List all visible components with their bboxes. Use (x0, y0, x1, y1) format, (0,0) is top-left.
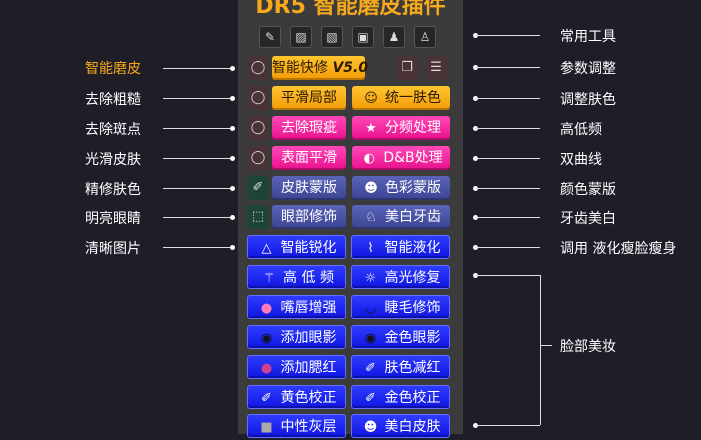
annotation-label: 参数调整 (560, 61, 616, 77)
eye-icon: ◉ (260, 331, 273, 346)
eye-icon: ◉ (364, 331, 377, 346)
annotation-label: 精修肤色 (85, 182, 141, 198)
lip-button[interactable]: ● 嘴唇增强 (247, 295, 346, 319)
annotation-label: 清晰图片 (85, 241, 141, 257)
sharpen-button[interactable]: △ 智能锐化 (247, 235, 346, 259)
quick-fix-button[interactable]: 智能快修 V5.0 (272, 56, 369, 80)
mask-icon: ☻ (363, 420, 378, 435)
mask-icon: ☻ (364, 181, 378, 196)
blush-label: 添加腮红 (280, 360, 337, 376)
freq-sep-button[interactable]: ★ 分频处理 (352, 116, 450, 140)
half-face-icon: ◐ (363, 151, 376, 166)
tooth-icon: ♘ (365, 210, 377, 225)
body-icon: ⌇ (367, 241, 374, 256)
quick-fix-label: 智能快修 (272, 60, 328, 76)
annotation-label: 去除斑点 (85, 122, 141, 138)
color-mask-button[interactable]: ☻ 色彩蒙版 (352, 176, 450, 200)
lash-label: 睫毛修饰 (384, 300, 441, 316)
lip-label: 嘴唇增强 (280, 300, 337, 316)
wand-icon: ⚚ (263, 271, 275, 286)
panel-title: DR5 智能磨皮插件 (255, 0, 446, 19)
eyeshadow-label: 添加眼影 (280, 330, 337, 346)
reduce-red-label: 肤色减红 (384, 360, 441, 376)
star-icon: ★ (365, 121, 377, 136)
lash-button[interactable]: ◡ 睫毛修饰 (351, 295, 450, 319)
liquify-label: 智能液化 (384, 240, 441, 256)
high-low-button[interactable]: ⚚ 高 低 频 (247, 265, 346, 289)
neutral-gray-label: 中性灰层 (280, 419, 337, 435)
yellow-fix-button[interactable]: ✐ 黄色校正 (247, 385, 346, 409)
freq-sep-label: 分频处理 (385, 120, 441, 136)
lasso-icon[interactable]: ◯ (247, 146, 269, 170)
gold-fix-label: 金色校正 (384, 390, 441, 406)
yellow-fix-label: 黄色校正 (280, 390, 337, 406)
brush-icon[interactable]: ✎ (259, 26, 281, 48)
gold-eyeshadow-label: 金色眼影 (384, 330, 441, 346)
annotation-label: 双曲线 (560, 152, 602, 168)
version-label: V5.0 (332, 60, 369, 76)
chip-icon[interactable]: ▣ (352, 26, 374, 48)
annotation-label: 明亮眼睛 (85, 211, 141, 227)
eyedropper-icon[interactable]: ✐ (247, 176, 269, 200)
gold-fix-button[interactable]: ✐ 金色校正 (351, 385, 450, 409)
gray-square-icon: ■ (260, 420, 273, 435)
sharpen-label: 智能锐化 (280, 240, 337, 256)
smooth-local-button[interactable]: 平滑局部 (272, 86, 346, 110)
eyedropper-icon: ✐ (365, 391, 376, 406)
annotation-label: 高低频 (560, 122, 602, 138)
annotation-label: 常用工具 (560, 29, 616, 45)
db-button[interactable]: ◐ D&B处理 (352, 146, 450, 170)
annotation-label: 调整肤色 (560, 92, 616, 108)
annotation-label: 智能磨皮 (85, 61, 141, 77)
sliders-icon[interactable]: ☰ (425, 56, 447, 80)
annotation-label: 去除粗糙 (85, 92, 141, 108)
layers-icon[interactable]: ❐ (396, 56, 418, 80)
bandage-dotted-icon[interactable]: ▨ (290, 26, 312, 48)
bandage-icon[interactable]: ▧ (321, 26, 343, 48)
sun-icon: ☼ (364, 271, 377, 286)
blush-button[interactable]: ● 添加腮红 (247, 355, 346, 379)
teeth-white-button[interactable]: ♘ 美白牙齿 (352, 205, 450, 229)
whiten-skin-button[interactable]: ☻ 美白皮肤 (351, 414, 450, 438)
remove-blemish-button[interactable]: 去除瑕疵 (272, 116, 346, 140)
lips-icon: ● (260, 301, 273, 316)
eyedropper-icon: ✐ (261, 391, 272, 406)
teeth-white-label: 美白牙齿 (385, 209, 441, 225)
annotation-label: 颜色蒙版 (560, 182, 616, 198)
highlight-fix-label: 高光修复 (384, 270, 441, 286)
annotation-label: 调用 液化瘦脸瘦身 (560, 241, 677, 257)
annotation-label: 牙齿美白 (560, 211, 616, 227)
blush-icon: ● (260, 361, 273, 376)
unify-skin-button[interactable]: ☺ 统一肤色 (352, 86, 450, 110)
annotation-label: 脸部美妆 (560, 339, 616, 355)
unify-skin-label: 统一肤色 (385, 90, 441, 106)
liquify-button[interactable]: ⌇ 智能液化 (351, 235, 450, 259)
face-icon: ☺ (364, 91, 378, 106)
lasso-icon[interactable]: ◯ (247, 56, 269, 80)
mountain-icon: △ (261, 241, 272, 256)
skin-mask-button[interactable]: 皮肤蒙版 (272, 176, 346, 200)
reduce-red-button[interactable]: ✐ 肤色减红 (351, 355, 450, 379)
eyeshadow-button[interactable]: ◉ 添加眼影 (247, 325, 346, 349)
whiten-skin-label: 美白皮肤 (384, 419, 441, 435)
lasso-icon[interactable]: ◯ (247, 86, 269, 110)
highlight-fix-button[interactable]: ☼ 高光修复 (351, 265, 450, 289)
gold-eyeshadow-button[interactable]: ◉ 金色眼影 (351, 325, 450, 349)
eyelash-icon: ◡ (364, 301, 377, 316)
color-mask-label: 色彩蒙版 (385, 180, 441, 196)
lasso-icon[interactable]: ◯ (247, 116, 269, 140)
eyedropper-icon: ✐ (365, 361, 376, 376)
high-low-label: 高 低 频 (283, 270, 334, 286)
stamp-icon[interactable]: ♟ (383, 26, 405, 48)
db-label: D&B处理 (383, 150, 443, 166)
neutral-gray-button[interactable]: ■ 中性灰层 (247, 414, 346, 438)
selection-icon[interactable]: ⬚ (247, 205, 269, 229)
annotation-label: 光滑皮肤 (85, 152, 141, 168)
surface-smooth-button[interactable]: 表面平滑 (272, 146, 346, 170)
stamp-x-icon[interactable]: ♙ (414, 26, 436, 48)
eye-retouch-button[interactable]: 眼部修饰 (272, 205, 346, 229)
